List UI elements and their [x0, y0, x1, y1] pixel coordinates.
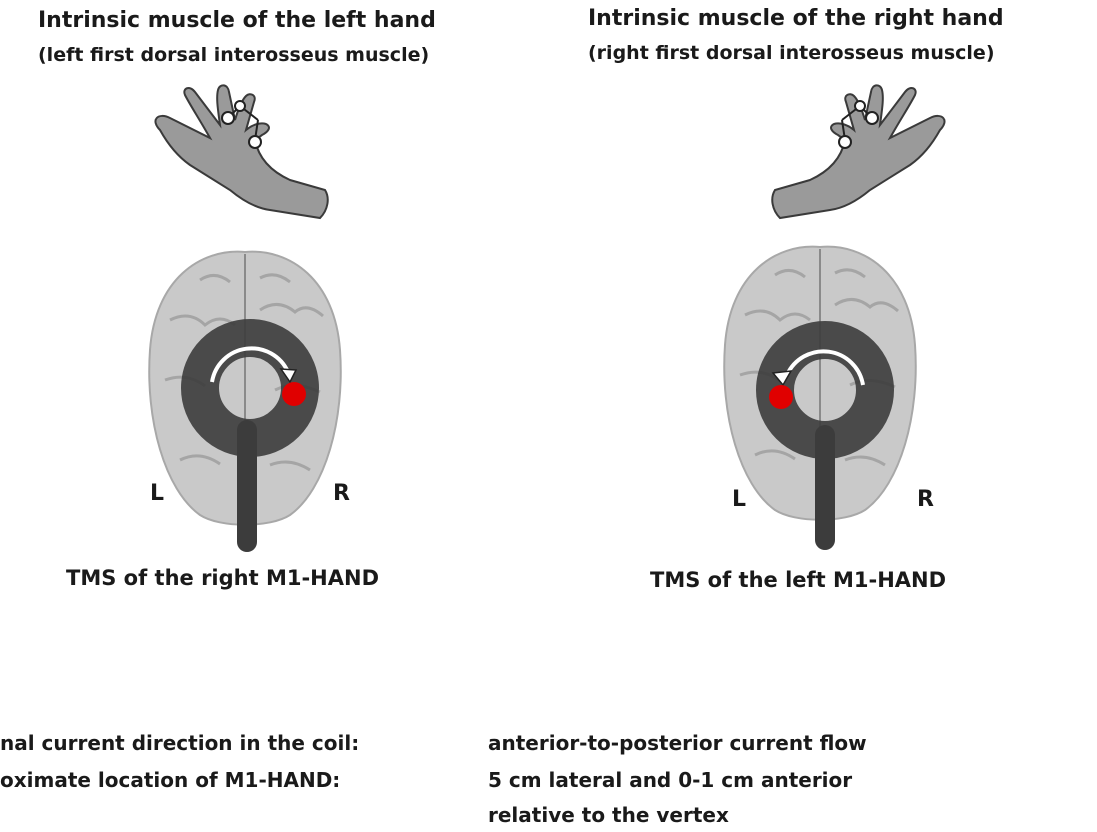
left-hand-icon: [155, 85, 327, 218]
left-panel-subtitle: (left first dorsal interosseus muscle): [38, 44, 429, 66]
left-brain-diagram: [140, 240, 350, 560]
right-panel-side-left: L: [732, 487, 746, 512]
right-hand-icon: [772, 85, 944, 218]
right-panel-title: Intrinsic muscle of the right hand: [588, 6, 1004, 31]
right-brain-diagram: [715, 235, 925, 555]
legend-row2-value: 5 cm lateral and 0-1 cm anterior: [488, 768, 852, 792]
right-hand-illustration: [760, 80, 960, 230]
left-panel-side-left: L: [150, 481, 164, 506]
right-panel-side-right: R: [917, 487, 934, 512]
left-hand-illustration: [140, 80, 340, 230]
left-panel-side-right: R: [333, 481, 350, 506]
left-panel-title: Intrinsic muscle of the left hand: [38, 8, 436, 33]
left-panel-caption: TMS of the right M1-HAND: [66, 566, 379, 590]
right-m1-hand-target: [769, 385, 793, 409]
right-panel-subtitle: (right first dorsal interosseus muscle): [588, 42, 995, 64]
legend-row1-value: anterior-to-posterior current flow: [488, 731, 867, 755]
legend-row3-value: relative to the vertex: [488, 803, 729, 827]
legend-row1-label: nal current direction in the coil:: [0, 731, 359, 755]
legend-row2-label: oximate location of M1-HAND:: [0, 768, 340, 792]
right-panel-caption: TMS of the left M1-HAND: [650, 568, 946, 592]
left-m1-hand-target: [282, 382, 306, 406]
